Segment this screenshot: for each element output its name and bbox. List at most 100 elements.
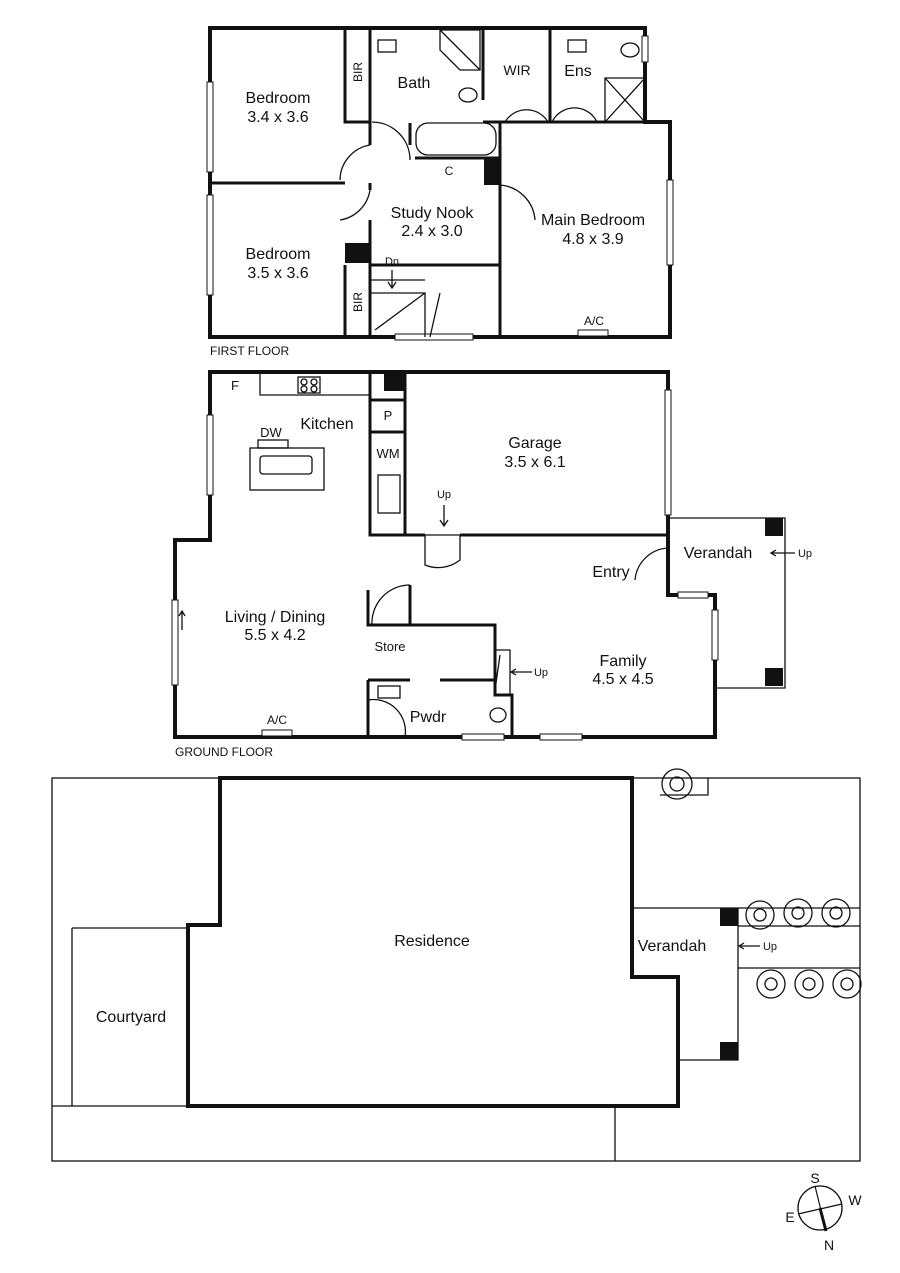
door-swing [634,547,669,581]
room-name-bedroom: Bedroom [246,90,311,107]
residence-label: Residence [394,933,470,950]
room-name-bedroom: Bedroom [246,246,311,263]
room-name-wir: WIR [503,62,530,78]
compass-north: N [824,1237,834,1253]
garage-up-label: Up [437,489,451,501]
room-size: 3.5 x 3.6 [247,265,308,282]
window [666,179,674,266]
sink-icon [259,455,313,475]
shower-icon [604,77,646,123]
arrow-left-icon [769,549,795,557]
arrow-down-icon [439,505,449,528]
arrow-down-icon [387,270,397,290]
room-size: 3.5 x 6.1 [504,454,565,471]
door-swing [371,121,411,161]
window [539,733,583,741]
staircase [370,279,441,338]
door-swing [499,184,536,221]
dishwasher [257,439,289,449]
residence-outline [186,776,680,1108]
room-name-study-nook: Study Nook [391,205,475,222]
door-swing [424,534,461,569]
room-name-store: Store [374,639,405,654]
bathtub-icon [415,122,497,156]
room-name-main-bedroom: Main Bedroom [541,212,645,229]
room-name-powder: Pwdr [410,709,447,726]
compass-south: S [810,1170,819,1186]
room-name-entry: Entry [592,564,629,581]
room-size: 5.5 x 4.2 [244,627,305,644]
window [677,591,709,599]
ac-unit [261,729,293,737]
room-name-living-dining: Living / Dining [225,609,326,626]
room-size: 3.4 x 3.6 [247,109,308,126]
window [461,733,505,741]
dishwasher-label: DW [260,425,282,440]
compass-east: E [785,1209,794,1225]
stairs-down-label: Dn [385,256,399,268]
ground-floor-internal-walls [366,372,670,737]
washing-machine-label: WM [376,446,399,461]
verandah-up-label: Up [763,941,777,953]
window [394,333,474,341]
room-name-kitchen: Kitchen [300,416,353,433]
room-name-family: Family [599,653,646,670]
room-name-ensuite: Ens [564,63,592,80]
room-name-verandah: Verandah [684,545,753,562]
ac-label: A/C [584,314,604,328]
pantry-label: P [384,408,393,423]
toilet-icon [458,87,478,103]
vanity-basin-icon [377,39,397,53]
stairs-up-label: Up [534,667,548,679]
window [206,194,214,296]
arrow-up-icon [178,609,186,630]
site-boundary [51,777,861,1162]
toilet-icon [620,42,640,58]
first-floor-caption: FIRST FLOOR [210,344,289,358]
window [711,609,719,661]
room-name-garage: Garage [508,435,561,452]
room-size: 4.8 x 3.9 [562,231,623,248]
column [345,243,370,263]
courtyard-label: Courtyard [96,1009,166,1026]
ground-floor: F Kitchen DW P WM Garage 3.5 x 6.1 Up Li… [171,370,812,759]
door-swing [339,144,371,221]
verandah-up-label: Up [798,548,812,560]
tree-icons [661,768,862,999]
room-size: 4.5 x 4.5 [592,671,653,688]
arrow-left-icon [737,942,760,950]
column [484,158,499,185]
post [720,1042,738,1060]
door-swing [367,698,407,738]
room-name-bath: Bath [398,75,431,92]
first-floor: Bedroom 3.4 x 3.6 Bedroom 3.5 x 3.6 Stud… [206,26,674,358]
ac-label: A/C [267,713,287,727]
window [641,35,649,63]
post [765,518,783,536]
window [206,81,214,173]
site-plan: Residence Courtyard Verandah Up [51,768,862,1162]
post [720,908,738,926]
vanity-basin-icon [567,39,587,53]
toilet-icon [489,707,507,723]
first-floor-internal-walls [210,28,670,337]
arrow-left-icon [509,668,532,676]
cooktop-icon [297,376,321,394]
room-size: 2.4 x 3.0 [401,223,462,240]
courtyard-outline [52,927,616,1161]
vanity-basin-icon [377,685,401,699]
window [664,389,672,516]
column [384,373,404,391]
ac-unit [577,329,609,337]
door-swing [504,107,598,123]
door-swing [371,584,411,626]
compass-icon: S W E N [785,1170,862,1253]
shower-icon [439,29,481,71]
window [206,414,214,496]
ground-floor-caption: GROUND FLOOR [175,745,273,759]
post [765,668,783,686]
compass-west: W [848,1192,862,1208]
cupboard-label: C [445,164,454,178]
laundry-trough [377,474,401,514]
